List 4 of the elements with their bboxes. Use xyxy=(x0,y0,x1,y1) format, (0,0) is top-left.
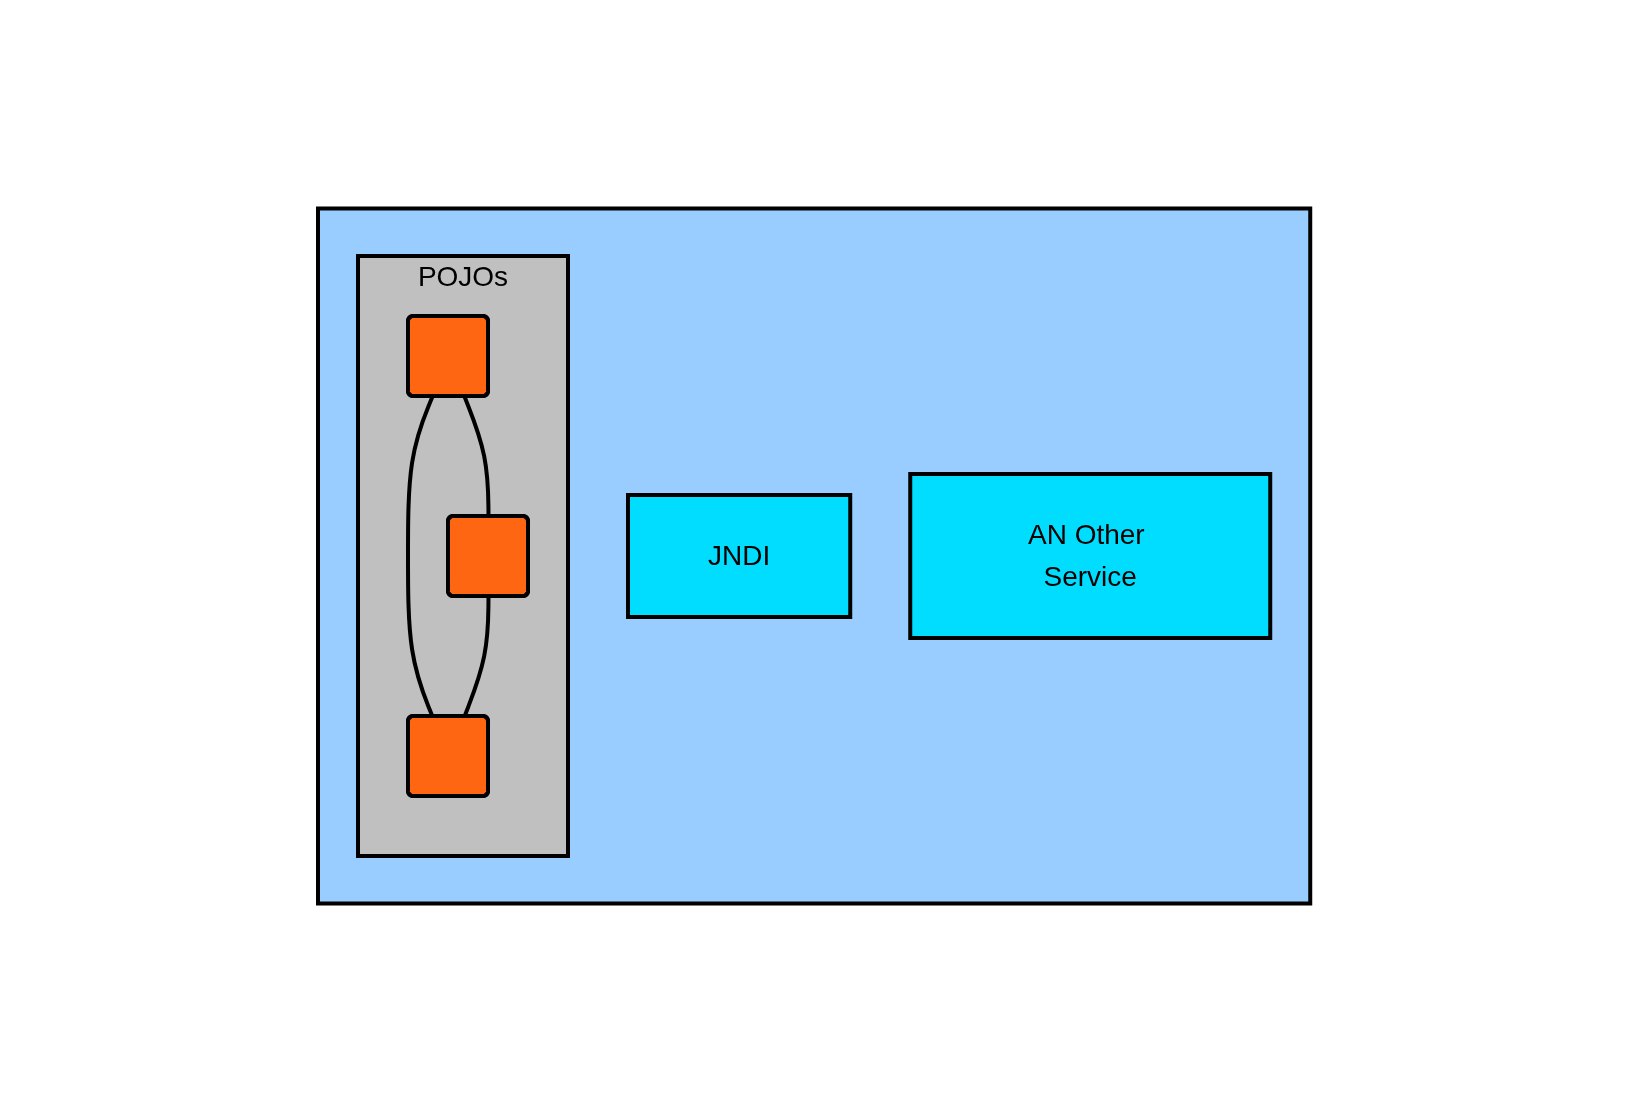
node-box: AN Other Service xyxy=(908,471,1273,640)
cluster: POJOs xyxy=(356,253,571,858)
cluster xyxy=(316,206,1313,905)
node-box: JNDI xyxy=(626,492,853,619)
